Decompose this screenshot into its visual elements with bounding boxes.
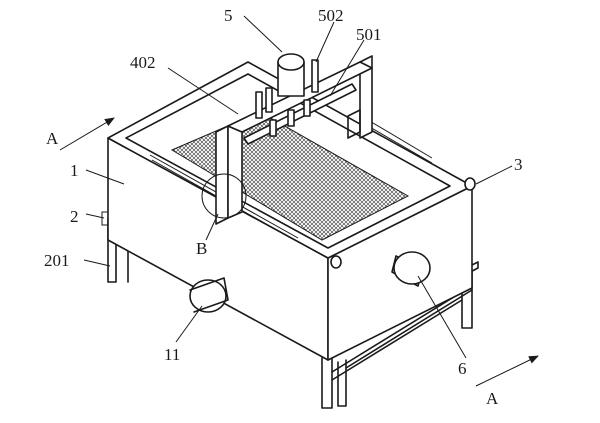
section-a-bottom-arrow (475, 355, 539, 387)
leader-502 (315, 21, 335, 63)
outlet-11-body (189, 277, 229, 313)
right-leg (461, 271, 473, 329)
leader-3 (475, 165, 513, 185)
labels: 5 502 501 402 1 2 201 3 6 11 B A A (44, 6, 523, 408)
pin-3 (464, 177, 476, 191)
label-a-top: A (46, 129, 59, 148)
leader-11 (175, 305, 203, 343)
inner-rim (125, 73, 451, 249)
label-2: 2 (70, 207, 79, 226)
label-b: B (196, 239, 207, 258)
gantry-left-post-side (227, 125, 243, 219)
pin-front (330, 255, 342, 269)
leader-lines (83, 15, 513, 359)
rod-small-2 (265, 87, 273, 113)
leader-1 (85, 169, 125, 185)
right-crossbar (345, 289, 473, 369)
leader-201 (83, 259, 111, 267)
label-201: 201 (44, 251, 70, 270)
label-5: 5 (224, 6, 233, 25)
label-502: 502 (318, 6, 344, 25)
leader-402 (167, 67, 239, 115)
corner-pins (330, 177, 476, 269)
rod-small-5 (269, 119, 277, 137)
leader-5 (243, 15, 283, 53)
label-6: 6 (458, 359, 467, 378)
rod-small-3 (287, 109, 295, 127)
rod-small-1 (255, 91, 263, 119)
detail-b-circle (201, 173, 247, 219)
label-501: 501 (356, 25, 382, 44)
label-11: 11 (164, 345, 180, 364)
leader-6 (417, 275, 467, 359)
section-a-top-arrow (59, 117, 115, 151)
label-1: 1 (70, 161, 79, 180)
label-a-bottom: A (486, 389, 499, 408)
section-a-markers (59, 117, 539, 387)
right-rail (367, 119, 433, 164)
right-clamp (347, 109, 361, 139)
rod-small-4 (303, 99, 311, 117)
front-leg (321, 357, 333, 409)
leader-501 (329, 39, 365, 97)
left-rear-leg (107, 217, 117, 283)
label-3: 3 (514, 155, 523, 174)
outlet-6 (393, 251, 431, 285)
leader-b (205, 213, 219, 241)
outlets (189, 251, 431, 313)
label-402: 402 (130, 53, 156, 72)
front-leg-inner (337, 359, 347, 407)
left-bracket (101, 211, 109, 226)
motor-top (277, 53, 305, 71)
leader-2 (85, 213, 105, 219)
rod-502 (311, 59, 319, 93)
gantry (215, 53, 373, 225)
